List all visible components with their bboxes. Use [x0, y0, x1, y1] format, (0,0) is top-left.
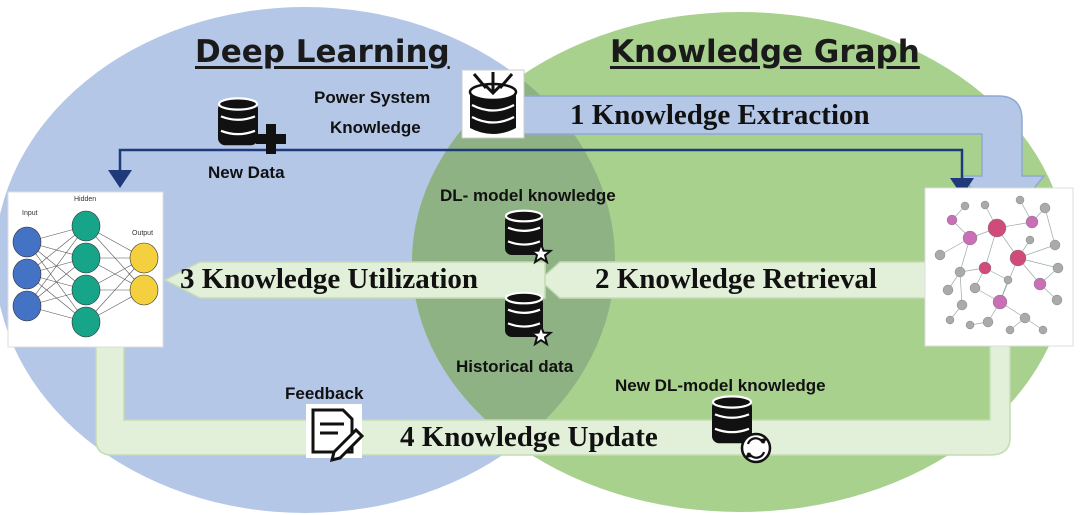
database-import-icon — [461, 69, 525, 139]
step-4-label: 4 Knowledge Update — [400, 421, 658, 453]
dl-model-knowledge-label: DL- model knowledge — [440, 186, 616, 205]
step-3-label: 3 Knowledge Utilization — [180, 263, 479, 295]
kg-node — [982, 316, 994, 328]
nn-output-node — [129, 242, 159, 274]
kg-node — [946, 214, 958, 226]
kg-node — [969, 282, 981, 294]
database-icons — [217, 69, 772, 464]
kg-node — [1051, 294, 1063, 306]
kg-node — [960, 201, 970, 211]
historical-data-label: Historical data — [456, 357, 574, 376]
kg-node — [987, 218, 1007, 238]
kg-node — [934, 249, 946, 261]
kg-node — [992, 294, 1008, 310]
document-edit-icon — [306, 404, 365, 463]
kg-edge — [1044, 207, 1056, 246]
new-dl-model-knowledge-label: New DL-model knowledge — [615, 376, 826, 395]
kg-node — [1019, 312, 1031, 324]
knowledge-label: Knowledge — [330, 118, 421, 137]
kg-node — [1003, 275, 1013, 285]
neural-network-nodes — [12, 210, 159, 338]
kg-node — [1005, 325, 1015, 335]
nn-output-label: Output — [132, 230, 154, 237]
deep-learning-title: Deep Learning — [195, 34, 450, 70]
kg-node — [954, 266, 966, 278]
power-system-label: Power System — [314, 88, 431, 107]
kg-node — [1025, 235, 1035, 245]
nn-connection — [26, 225, 87, 307]
nn-hidden-node — [71, 274, 101, 306]
database-sync-icon — [711, 395, 772, 464]
kg-node — [1033, 277, 1047, 291]
new-data-label: New Data — [208, 163, 285, 182]
nn-input-node — [12, 290, 42, 322]
knowledge-graph-title: Knowledge Graph — [610, 34, 920, 70]
kg-edge — [959, 271, 963, 306]
kg-node — [1015, 195, 1025, 205]
kg-node — [965, 320, 975, 330]
kg-node — [1009, 249, 1027, 267]
kg-node — [1039, 202, 1051, 214]
kg-node — [1049, 239, 1061, 251]
knowledge-graph-nodes — [934, 195, 1064, 335]
nn-input-label: Input — [22, 210, 38, 217]
new-data-arrowhead-left — [108, 170, 132, 188]
kg-node — [1038, 325, 1048, 335]
step-1-label: 1 Knowledge Extraction — [570, 99, 870, 131]
feedback-label: Feedback — [285, 384, 364, 403]
kg-node — [1052, 262, 1064, 274]
kg-node — [980, 200, 990, 210]
extraction-arrow — [514, 95, 1046, 230]
new-data-arrowhead-right — [950, 178, 974, 196]
kg-node — [942, 284, 954, 296]
new-data-line — [118, 148, 964, 190]
database-star-icon — [504, 291, 554, 347]
nn-input-node — [12, 226, 42, 258]
nn-hidden-label: Hidden — [74, 196, 97, 203]
nn-hidden-node — [71, 242, 101, 274]
kg-node — [956, 299, 968, 311]
nn-input-node — [12, 258, 42, 290]
utilization-arrow — [163, 261, 546, 299]
kg-node — [962, 230, 978, 246]
kg-node — [1025, 215, 1039, 229]
database-plus-icon — [217, 97, 286, 154]
nn-output-node — [129, 274, 159, 306]
step-2-label: 2 Knowledge Retrieval — [595, 263, 877, 295]
kg-node — [978, 261, 992, 275]
nn-hidden-node — [71, 210, 101, 242]
database-star-icon — [504, 209, 554, 265]
kg-node — [945, 315, 955, 325]
nn-hidden-node — [71, 306, 101, 338]
